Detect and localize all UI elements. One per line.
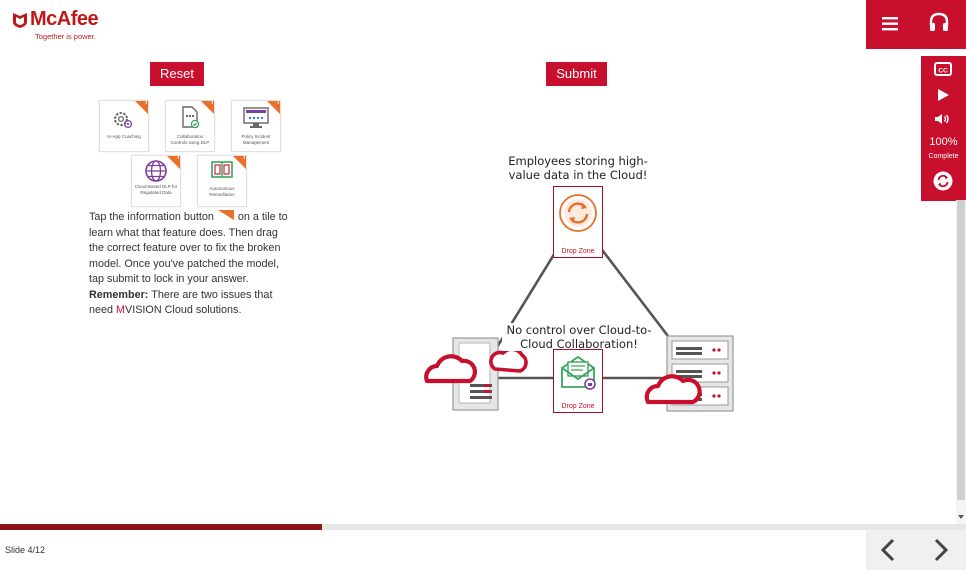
svg-text:CC: CC bbox=[938, 68, 948, 75]
middle-caption: No control over Cloud-to-Cloud Collabora… bbox=[502, 323, 656, 351]
tile-label: Collaboration Controls using DLP bbox=[170, 134, 210, 145]
player-controls: CC 100% Complete bbox=[921, 56, 966, 201]
submit-button[interactable]: Submit bbox=[546, 62, 607, 86]
tile-policy-incident-management[interactable]: Policy Incident Management i bbox=[231, 100, 281, 152]
sync-icon bbox=[559, 194, 597, 232]
monitor-icon bbox=[243, 107, 269, 128]
tile-in-app-coaching[interactable]: In-App Coaching i bbox=[99, 100, 149, 152]
tile-autonomous-remediation[interactable]: Autonomous Remediation i bbox=[197, 155, 247, 207]
tile-label: Cloud-Based DLP for Regulated Data bbox=[134, 184, 178, 195]
replay-icon[interactable] bbox=[933, 171, 953, 191]
closed-caption-icon[interactable]: CC bbox=[934, 62, 952, 76]
info-icon[interactable]: i bbox=[145, 100, 147, 106]
remember-label: Remember: bbox=[89, 288, 149, 301]
top-caption: Employees storing high-value data in the… bbox=[508, 154, 648, 182]
middle-cloud-icon bbox=[489, 347, 528, 373]
info-corner[interactable] bbox=[201, 101, 214, 114]
broken-model-diagram bbox=[424, 216, 734, 412]
tile-label: Autonomous Remediation bbox=[209, 186, 235, 197]
tile-label: Policy Incident Management bbox=[241, 134, 271, 145]
completion-value: 100% bbox=[929, 136, 958, 148]
reset-button[interactable]: Reset bbox=[150, 62, 204, 86]
mcafee-shield-icon bbox=[13, 13, 27, 28]
info-icon[interactable]: i bbox=[277, 100, 279, 106]
info-corner[interactable] bbox=[167, 156, 180, 169]
right-cloud-icon bbox=[644, 374, 702, 405]
chevron-right-icon[interactable] bbox=[929, 537, 953, 563]
secure-email-icon bbox=[561, 355, 596, 390]
instructions-text: Tap the information button on a tile to … bbox=[89, 209, 294, 319]
book-icon bbox=[211, 161, 233, 178]
drop-zone-label: Drop Zone bbox=[561, 403, 595, 410]
top-drop-zone[interactable]: Drop Zone bbox=[553, 186, 603, 258]
progress-fill bbox=[0, 524, 322, 530]
slide-navigation bbox=[866, 530, 966, 570]
tile-collaboration-controls[interactable]: Collaboration Controls using DLP i bbox=[165, 100, 215, 152]
volume-icon[interactable] bbox=[934, 112, 952, 126]
globe-icon bbox=[145, 160, 167, 182]
info-icon[interactable]: i bbox=[243, 155, 245, 161]
scrollbar-thumb[interactable] bbox=[957, 200, 965, 500]
document-check-icon bbox=[182, 106, 200, 129]
gear-target-icon bbox=[114, 112, 133, 129]
progress-track bbox=[0, 524, 966, 530]
info-corner[interactable] bbox=[233, 156, 246, 169]
drop-zone-label: Drop Zone bbox=[561, 248, 595, 255]
brand-tagline: Together is power. bbox=[35, 32, 96, 41]
info-corner[interactable] bbox=[135, 101, 148, 114]
mvision-rest: VISION Cloud bbox=[125, 304, 193, 316]
instructions-part4: solutions. bbox=[195, 304, 242, 316]
info-icon[interactable]: i bbox=[211, 100, 213, 106]
info-icon[interactable]: i bbox=[177, 155, 179, 161]
tile-label: In-App Coaching bbox=[107, 134, 141, 139]
brand-name: McAfee bbox=[30, 8, 99, 30]
chevron-left-icon[interactable] bbox=[876, 537, 900, 563]
hamburger-icon[interactable] bbox=[882, 16, 900, 32]
bottom-drop-zone[interactable]: Drop Zone bbox=[553, 349, 603, 413]
top-menu-bar bbox=[866, 0, 966, 49]
slide-counter: Slide 4/12 bbox=[5, 545, 46, 555]
completion-label: Complete bbox=[928, 153, 959, 160]
info-button-icon bbox=[217, 210, 234, 220]
instructions-part3: There are two issues that need bbox=[89, 288, 273, 317]
play-icon[interactable] bbox=[936, 88, 950, 102]
instructions-part2: on a tile to learn what that feature doe… bbox=[89, 211, 288, 285]
mvision-m: M bbox=[116, 304, 126, 316]
instructions-part1: Tap the information button bbox=[89, 211, 214, 223]
headphones-icon[interactable] bbox=[928, 11, 950, 33]
info-corner[interactable] bbox=[267, 101, 280, 114]
left-cloud-icon bbox=[424, 354, 478, 384]
tile-cloud-based-dlp[interactable]: Cloud-Based DLP for Regulated Data i bbox=[131, 155, 181, 207]
scroll-down-icon[interactable] bbox=[957, 513, 965, 521]
